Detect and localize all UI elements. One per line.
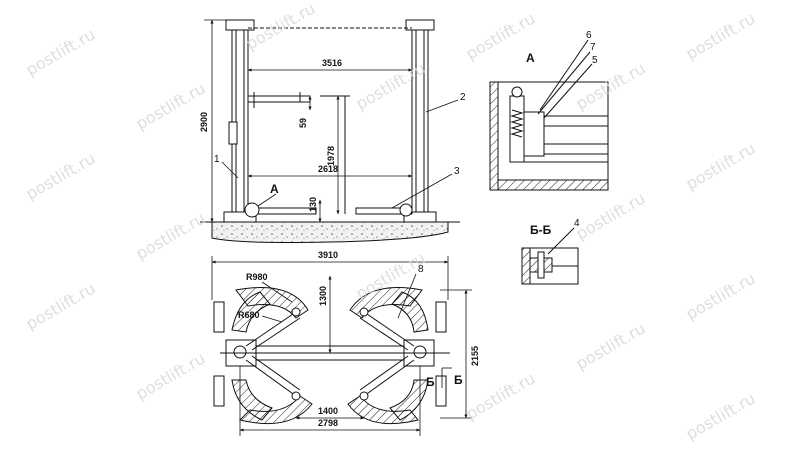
left-column: [223, 19, 257, 223]
svg-text:postlift.ru: postlift.ru: [683, 139, 759, 194]
right-column: [403, 19, 437, 223]
callout-7: 7: [590, 42, 596, 53]
lowered-arms: [244, 202, 413, 218]
svg-text:postlift.ru: postlift.ru: [23, 149, 99, 204]
detail-a-title: A: [526, 51, 535, 65]
svg-text:postlift.ru: postlift.ru: [573, 189, 649, 244]
callout-3: 3: [454, 166, 460, 177]
callout-2: 2: [460, 92, 466, 103]
svg-text:postlift.ru: postlift.ru: [683, 269, 759, 324]
dim-arm-offset: 59: [298, 118, 308, 128]
svg-text:postlift.ru: postlift.ru: [133, 349, 209, 404]
svg-text:postlift.ru: postlift.ru: [23, 25, 99, 80]
dim-base-width: 2798: [318, 418, 338, 428]
callout-6: 6: [586, 30, 592, 41]
section-bb-title: Б-Б: [530, 223, 552, 237]
section-bb: [521, 227, 579, 285]
plan-view: [213, 287, 450, 425]
front-view: [200, 19, 460, 243]
callout-4: 4: [574, 218, 580, 229]
dim-outer-radius: R980: [246, 272, 268, 282]
dim-depth: 2155: [470, 346, 480, 366]
dim-outer-width: 3516: [322, 58, 342, 68]
svg-text:postlift.ru: postlift.ru: [573, 319, 649, 374]
callout-1: 1: [214, 154, 220, 165]
svg-text:postlift.ru: postlift.ru: [683, 389, 759, 444]
floor-slab: [211, 221, 449, 243]
section-mark-left: Б: [426, 375, 435, 389]
dim-height: 2900: [199, 112, 209, 132]
detail-marker-a: A: [270, 182, 279, 196]
plan-dimension-lines: [211, 256, 472, 436]
dim-arm-spacing: 1400: [318, 406, 338, 416]
dim-overall-width: 3910: [318, 250, 338, 260]
svg-text:postlift.ru: postlift.ru: [133, 209, 209, 264]
svg-text:postlift.ru: postlift.ru: [133, 79, 209, 134]
dim-inner-radius: R680: [238, 310, 260, 320]
dim-arm-length: 1300: [318, 286, 328, 306]
dim-inner-width: 2618: [318, 164, 338, 174]
section-mark-right: Б: [454, 373, 463, 387]
svg-text:postlift.ru: postlift.ru: [463, 369, 539, 424]
svg-text:postlift.ru: postlift.ru: [683, 9, 759, 64]
detail-a: [489, 39, 609, 191]
callout-8: 8: [418, 264, 424, 275]
dim-min-height: 130: [308, 197, 318, 212]
callout-5: 5: [592, 55, 598, 66]
front-dimension-lines: [204, 19, 459, 223]
raised-arms: [247, 92, 311, 108]
dim-lift-height: 1978: [326, 146, 336, 166]
svg-text:postlift.ru: postlift.ru: [23, 279, 99, 334]
